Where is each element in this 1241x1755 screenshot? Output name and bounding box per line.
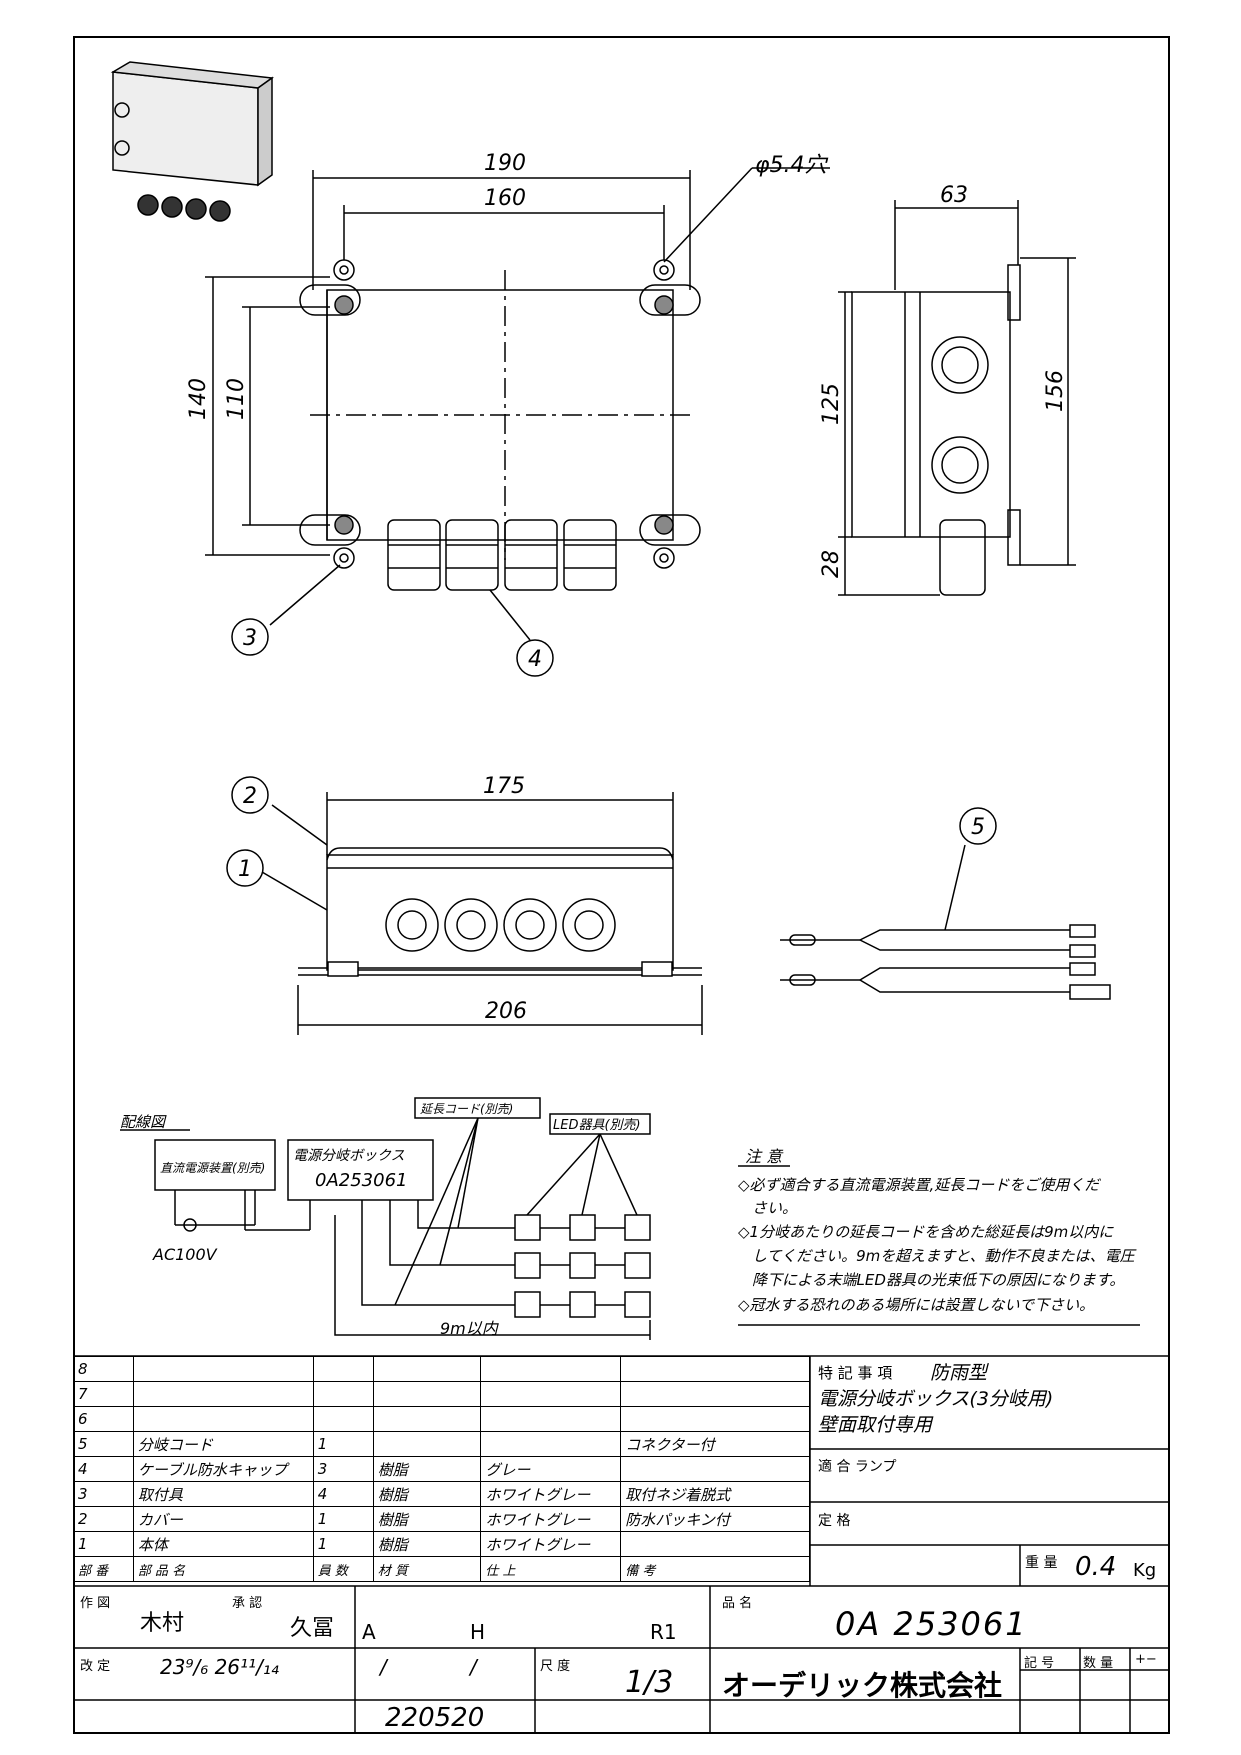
ext-cord-label: 延長コード(別売) (420, 1102, 513, 1116)
dim-63: 63 (940, 183, 968, 208)
drawn-by: 木村 (140, 1611, 185, 1636)
note-line: さい。 (752, 1199, 797, 1217)
spec-line2: 電源分岐ボックス(3分岐用) (818, 1388, 1054, 1410)
led-label: LED器具(別売) (553, 1118, 641, 1133)
bottom-view (261, 792, 966, 1035)
dim-140: 140 (186, 378, 211, 420)
special-value: 防雨型 (930, 1362, 988, 1384)
note-line: ◇1分岐あたりの延長コードを含めた総延長は9m以内に (738, 1223, 1114, 1241)
product-label: 品 名 (722, 1596, 753, 1611)
rev-slash-1: / (380, 1655, 387, 1679)
dim-28: 28 (819, 550, 844, 578)
cable-glands (387, 519, 617, 591)
table-row: 7 (73, 1381, 810, 1407)
drawing-number: 220520 (385, 1703, 485, 1733)
weight-value: 0.4 (1075, 1552, 1117, 1582)
approved-by: 久冨 (290, 1616, 335, 1641)
rev-label: 改 定 (80, 1659, 111, 1674)
dim-206: 206 (485, 999, 527, 1024)
lamp-label: 適 合 ランプ (818, 1459, 897, 1475)
spec-line3: 壁面取付専用 (818, 1414, 933, 1436)
note-line: してください。9mを超えますと、動作不良または、電圧 (752, 1247, 1137, 1265)
box-label: 電源分岐ボックス (293, 1148, 405, 1164)
hole-label: φ5.4穴 (755, 153, 829, 178)
rev-slash-2: / (470, 1655, 477, 1679)
weight-label: 重 量 (1025, 1555, 1058, 1571)
special-label: 特 記 事 項 (818, 1364, 893, 1382)
drawing-frame (73, 36, 1170, 1734)
dim-110: 110 (224, 378, 249, 420)
scale-label: 尺 度 (540, 1659, 571, 1674)
rev-dates: 23⁹/₆ 26¹¹/₁₄ (160, 1655, 279, 1679)
branch-cord (780, 924, 1111, 1000)
psu-label: 直流電源装置(別売) (160, 1161, 265, 1175)
wiring-diagram (120, 1097, 1140, 1340)
grade-a: A (362, 1620, 376, 1644)
callout-4: 4 (528, 647, 542, 672)
rating-label: 定 格 (818, 1513, 851, 1529)
dim-125: 125 (819, 383, 844, 425)
box-code: 0A253061 (315, 1170, 407, 1191)
side-view (838, 200, 1076, 596)
table-row: 6 (73, 1406, 810, 1432)
ac-label: AC100V (152, 1245, 218, 1264)
approved-label: 承 認 (232, 1596, 263, 1611)
dim-156: 156 (1043, 370, 1068, 412)
mark-label: 記 号 (1024, 1656, 1055, 1671)
revision: R1 (650, 1620, 677, 1644)
grade-h: H (470, 1620, 486, 1644)
note-line: ◇必ず適合する直流電源装置,延長コードをご使用くだ (738, 1176, 1101, 1194)
company-name: オーデリック株式会社 (722, 1669, 1003, 1702)
plus-minus-label: +− (1135, 1652, 1157, 1667)
callout-5: 5 (971, 815, 985, 840)
isometric-thumbnail (110, 61, 275, 222)
callout-3: 3 (243, 626, 257, 651)
product-name: 0A 253061 (835, 1605, 1028, 1643)
wiring-title: 配線図 (120, 1113, 167, 1131)
front-view (205, 167, 830, 641)
max-length-label: 9m以内 (440, 1319, 500, 1338)
note-line: ◇冠水する恐れのある場所には設置しないで下さい。 (738, 1296, 1094, 1314)
notes-title: 注 意 (745, 1147, 784, 1166)
callout-2: 2 (243, 784, 257, 809)
dim-175: 175 (483, 774, 525, 799)
dim-160: 160 (484, 186, 526, 211)
table-row: 8 (73, 1356, 810, 1382)
table-header: 部 番部 品 名員 数材 質仕 上備 考 (73, 1556, 810, 1582)
dim-190: 190 (484, 151, 526, 176)
qty-label: 数 量 (1083, 1656, 1114, 1671)
scale-value: 1/3 (625, 1665, 674, 1700)
callout-1: 1 (238, 857, 252, 882)
drawn-label: 作 図 (80, 1596, 111, 1611)
weight-unit: Kg (1133, 1560, 1157, 1581)
note-line: 降下による末端LED器具の光束低下の原因になります。 (752, 1271, 1124, 1289)
